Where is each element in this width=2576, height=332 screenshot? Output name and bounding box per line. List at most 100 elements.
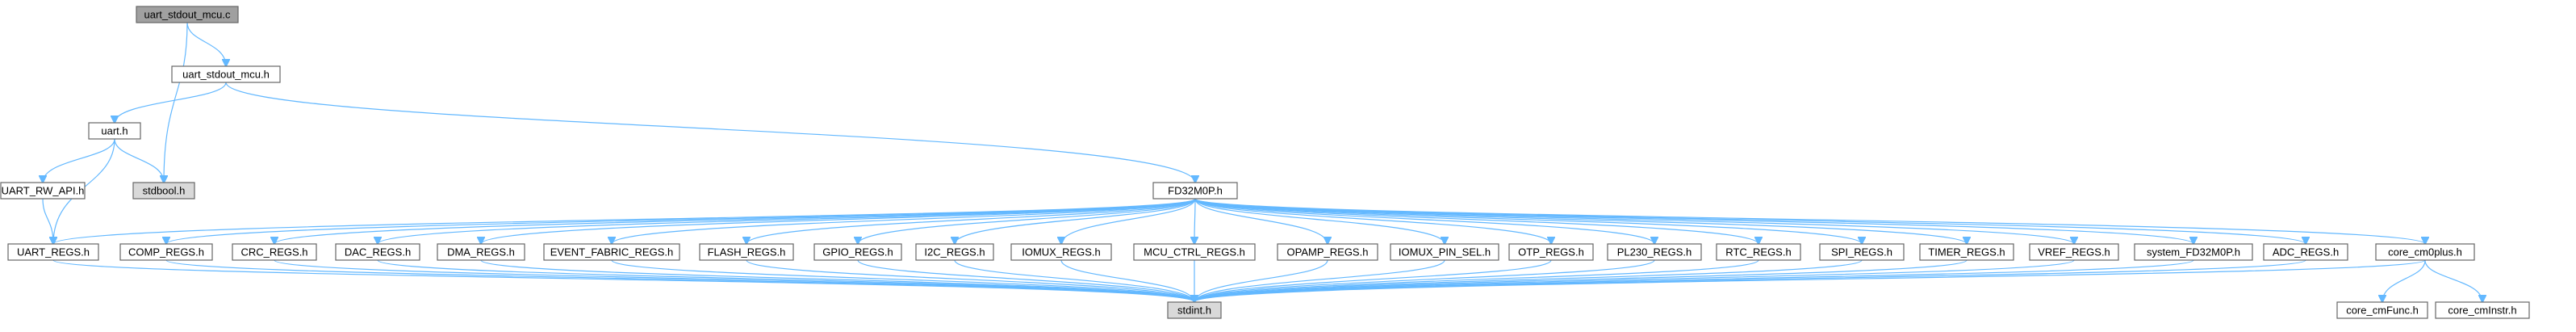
node-comp-regs-h[interactable]: COMP_REGS.h [119,243,213,261]
node-iomux-regs-h[interactable]: IOMUX_REGS.h [1010,243,1112,261]
node-spi-regs-h[interactable]: SPI_REGS.h [1819,243,1905,261]
node-box[interactable] [543,243,680,261]
node-box[interactable] [1152,182,1238,200]
node-core-cminstr-h[interactable]: core_cmInstr.h [2435,301,2530,319]
node-vref-regs-h[interactable]: VREF_REGS.h [2029,243,2119,261]
node-label: OTP_REGS.h [1518,246,1584,258]
node-adc-regs-h[interactable]: ADC_REGS.h [2263,243,2348,261]
node-box[interactable] [1919,243,2014,261]
node-box[interactable] [1133,243,1256,261]
node-label: OPAMP_REGS.h [1287,246,1369,258]
node-box[interactable] [88,122,141,140]
edge-i2c-regs-h-to-stdint-h [954,259,1194,302]
node-label: core_cmInstr.h [2448,304,2516,316]
node-box[interactable] [1010,243,1112,261]
node-core-cmfunc-h[interactable]: core_cmFunc.h [2336,301,2428,319]
node-uart-stdout-mcu-h[interactable]: uart_stdout_mcu.h [171,65,281,83]
node-iomux-pin-sel-h[interactable]: IOMUX_PIN_SEL.h [1390,243,1499,261]
node-pl230-regs-h[interactable]: PL230_REGS.h [1607,243,1702,261]
node-box[interactable] [2029,243,2119,261]
node-box[interactable] [119,243,213,261]
node-box[interactable] [1167,301,1222,319]
node-label: core_cm0plus.h [2388,246,2462,258]
node-event-fabric-regs-h[interactable]: EVENT_FABRIC_REGS.h [543,243,680,261]
node-label: uart_stdout_mcu.c [144,8,231,20]
node-gpio-regs-h[interactable]: GPIO_REGS.h [813,243,902,261]
edge-fd32m0p-h-to-dma-regs-h [481,198,1196,244]
edge-dma-regs-h-to-stdint-h [480,259,1194,302]
node-box[interactable] [1716,243,1801,261]
node-label: IOMUX_PIN_SEL.h [1399,246,1491,258]
node-box[interactable] [132,182,195,200]
node-label: PL230_REGS.h [1617,246,1692,258]
node-box[interactable] [136,6,239,23]
node-mcu-ctrl-regs-h[interactable]: MCU_CTRL_REGS.h [1133,243,1256,261]
node-label: UART_RW_API.h [2,184,85,196]
node-label: EVENT_FABRIC_REGS.h [550,246,673,258]
node-core-cm0plus-h[interactable]: core_cm0plus.h [2375,243,2475,261]
node-box[interactable] [1819,243,1905,261]
node-box[interactable] [2375,243,2475,261]
node-uart-regs-h[interactable]: UART_REGS.h [7,243,99,261]
node-uart-stdout-mcu-c[interactable]: uart_stdout_mcu.c [136,6,239,23]
node-stdint-h[interactable]: stdint.h [1167,301,1222,319]
edge-comp-regs-h-to-stdint-h [165,259,1194,302]
edge-fd32m0p-h-to-spi-regs-h [1194,198,1862,244]
node-label: system_FD32M0P.h [2147,246,2240,258]
edge-fd32m0p-h-to-opamp-regs-h [1194,198,1328,244]
edge-gpio-regs-h-to-stdint-h [857,259,1194,302]
node-crc-regs-h[interactable]: CRC_REGS.h [232,243,317,261]
edge-timer-regs-h-to-stdint-h [1194,259,1968,302]
node-timer-regs-h[interactable]: TIMER_REGS.h [1919,243,2014,261]
node-rtc-regs-h[interactable]: RTC_REGS.h [1716,243,1801,261]
node-box[interactable] [915,243,994,261]
node-flash-regs-h[interactable]: FLASH_REGS.h [699,243,794,261]
node-box[interactable] [813,243,902,261]
node-otp-regs-h[interactable]: OTP_REGS.h [1508,243,1594,261]
node-label: GPIO_REGS.h [822,246,893,258]
node-box[interactable] [0,182,86,200]
edge-fd32m0p-h-to-core-cm0plus-h [1194,198,2425,244]
node-uart-h[interactable]: uart.h [88,122,141,140]
edge-adc-regs-h-to-stdint-h [1194,259,2306,302]
node-dma-regs-h[interactable]: DMA_REGS.h [437,243,525,261]
node-label: RTC_REGS.h [1725,246,1791,258]
node-i2c-regs-h[interactable]: I2C_REGS.h [915,243,994,261]
node-dac-regs-h[interactable]: DAC_REGS.h [335,243,420,261]
node-box[interactable] [232,243,317,261]
edge-core-cm0plus-h-to-core-cminstr-h [2424,259,2482,302]
edge-fd32m0p-h-to-gpio-regs-h [858,198,1196,244]
node-box[interactable] [699,243,794,261]
edge-core-cm0plus-h-to-stdint-h [1194,259,2426,302]
edge-fd32m0p-h-to-pl230-regs-h [1194,198,1654,244]
node-box[interactable] [171,65,281,83]
edge-uart-rw-api-h-to-uart-regs-h [42,198,53,244]
node-stdbool-h[interactable]: stdbool.h [132,182,195,200]
node-box[interactable] [1508,243,1594,261]
edge-dac-regs-h-to-stdint-h [377,259,1194,302]
edge-iomux-regs-h-to-stdint-h [1060,259,1194,302]
node-system-fd32m0p-h[interactable]: system_FD32M0P.h [2134,243,2253,261]
node-box[interactable] [1277,243,1378,261]
node-fd32m0p-h[interactable]: FD32M0P.h [1152,182,1238,200]
node-box[interactable] [2134,243,2253,261]
node-box[interactable] [1390,243,1499,261]
node-opamp-regs-h[interactable]: OPAMP_REGS.h [1277,243,1378,261]
node-box[interactable] [437,243,525,261]
node-label: UART_REGS.h [17,246,90,258]
edge-uart-stdout-mcu-h-to-fd32m0p-h [225,82,1195,183]
edge-fd32m0p-h-to-iomux-pin-sel-h [1194,198,1445,244]
node-box[interactable] [2336,301,2428,319]
node-box[interactable] [2263,243,2348,261]
edge-fd32m0p-h-to-rtc-regs-h [1194,198,1758,244]
edge-iomux-pin-sel-h-to-stdint-h [1194,259,1445,302]
node-label: CRC_REGS.h [240,246,307,258]
node-uart-rw-api-h[interactable]: UART_RW_API.h [0,182,86,200]
node-box[interactable] [335,243,420,261]
node-box[interactable] [7,243,99,261]
node-box[interactable] [2435,301,2530,319]
edge-uart-stdout-mcu-h-to-uart-h [115,82,227,123]
node-label: SPI_REGS.h [1831,246,1892,258]
node-box[interactable] [1607,243,1702,261]
